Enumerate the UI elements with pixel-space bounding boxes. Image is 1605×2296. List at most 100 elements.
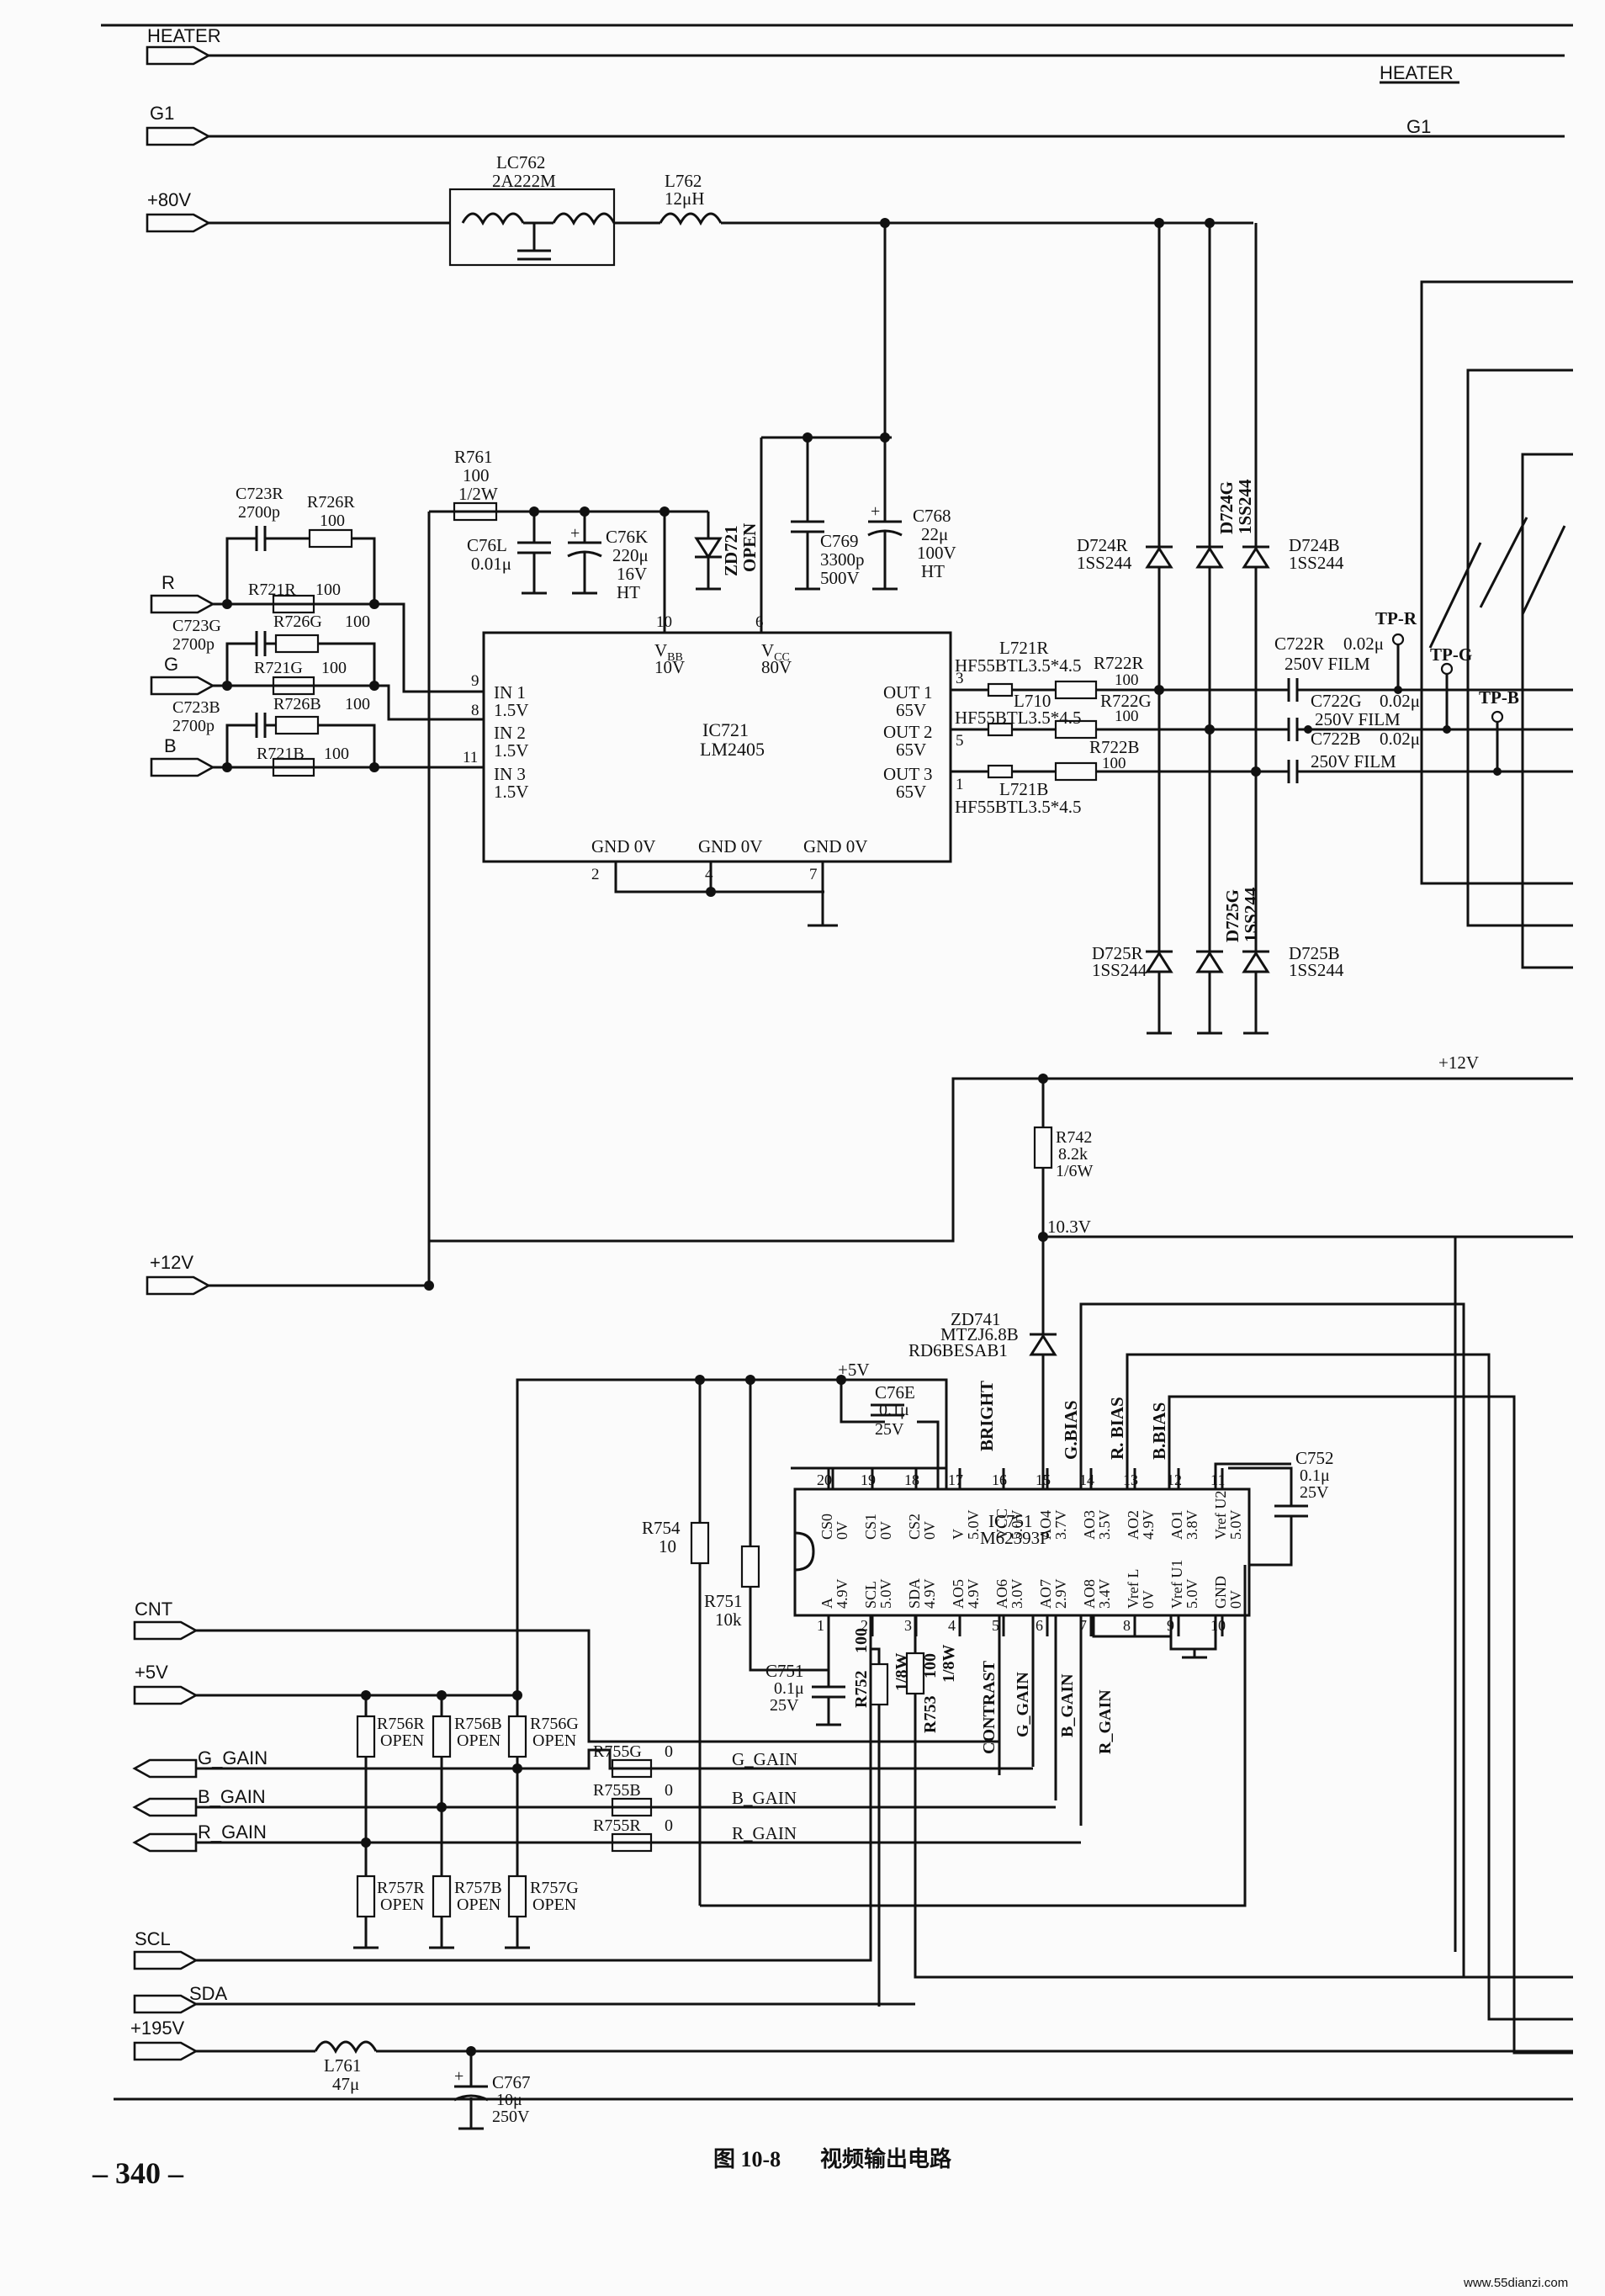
- r726b-value: 100: [345, 695, 370, 713]
- figure-caption: 视频输出电路: [820, 2146, 952, 2171]
- r751-label: R751: [704, 1591, 743, 1611]
- node-gnd: [706, 887, 716, 897]
- ic751-top-pin-voltage: 3.5V: [1096, 1510, 1113, 1540]
- ic721-gnd-bus: [614, 862, 824, 925]
- ic721-name: IC721: [702, 719, 749, 740]
- c768-voltage: 100V: [917, 543, 956, 563]
- scl-port: [133, 1950, 199, 1970]
- r-bias-wire: [1126, 1353, 1573, 2021]
- c76k-plus: +: [570, 524, 580, 543]
- d724b-label: D724B: [1289, 535, 1340, 555]
- ic751-bottom-pin-label: AO7: [1037, 1579, 1054, 1609]
- r726r-label: R726R: [307, 493, 355, 512]
- v12-port: [146, 1275, 211, 1296]
- ic721-pin7: 7: [809, 866, 818, 883]
- d725g-value: 1SS244: [1241, 887, 1261, 942]
- r721b-body: [272, 757, 315, 777]
- ic751-bottom-pin-label: Vref U1: [1168, 1560, 1185, 1609]
- r757b-body: [432, 1874, 452, 1918]
- r742-power: 1/6W: [1056, 1162, 1094, 1180]
- r756g-r757g-string: [505, 1695, 530, 1949]
- r761-label: R761: [454, 447, 493, 467]
- c76k-value: 220μ: [612, 545, 649, 565]
- zd721-label: ZD721: [721, 525, 741, 576]
- ic721-vbb-voltage: 10V: [654, 657, 685, 677]
- ic721-pin5: 5: [956, 732, 964, 750]
- page-number: – 340 –: [92, 2156, 184, 2190]
- d724b-value: 1SS244: [1289, 553, 1344, 573]
- b-feedback-path: [225, 724, 376, 767]
- ic721-pin6: 6: [755, 613, 764, 631]
- c722r-label: C722R: [1274, 634, 1325, 654]
- g-input-label: G: [164, 654, 178, 675]
- c751-symbol: [812, 1670, 845, 1726]
- ic751-bottom-pin-voltage: 0V: [1227, 1590, 1244, 1609]
- r761-value: 100: [463, 465, 490, 485]
- d725r-symbol: [1145, 951, 1173, 973]
- b-input-label: B: [164, 735, 177, 756]
- ic721-in2-v: 1.5V: [494, 740, 528, 761]
- r756r-body: [356, 1715, 376, 1758]
- c723r-label: C723R: [236, 485, 283, 503]
- ic751-bottom-pin-voltage: 2.9V: [1052, 1579, 1069, 1609]
- r756g-label: R756G: [530, 1715, 579, 1733]
- g-gain-port: [132, 1758, 198, 1779]
- c768-label: C768: [913, 506, 951, 526]
- r756g-body: [507, 1715, 527, 1758]
- c723b-label: C723B: [172, 698, 220, 717]
- c76l-value: 0.01μ: [471, 554, 511, 574]
- r721r-value: 100: [315, 581, 341, 599]
- g-gain-line-label: G_GAIN: [732, 1749, 797, 1769]
- b-gain-port: [132, 1797, 198, 1817]
- r722b-label: R722B: [1089, 737, 1140, 757]
- r755g-label: R755G: [593, 1742, 642, 1761]
- r726r-value: 100: [320, 512, 345, 530]
- zd741-symbol: [1029, 1334, 1057, 1356]
- ic721-pin9: 9: [471, 672, 479, 690]
- r752-value: 100: [852, 1628, 871, 1653]
- ic751-top-pin-label: AO3: [1081, 1510, 1098, 1540]
- r757b-value: OPEN: [457, 1896, 501, 1914]
- g-gain-net-label: G_GAIN: [1014, 1672, 1032, 1737]
- ic751-bottom-pin-number: 7: [1079, 1617, 1087, 1634]
- r721r-body: [272, 594, 315, 614]
- g-bias-label: G.BIAS: [1061, 1400, 1081, 1460]
- ic751-bottom-pin-label: A: [818, 1598, 835, 1609]
- ic721-in3: IN 3: [494, 764, 526, 784]
- ic721-gnd-b: GND 0V: [698, 836, 762, 856]
- r756r-value: OPEN: [380, 1731, 424, 1750]
- r-gain-port-label: R_GAIN: [198, 1821, 267, 1843]
- zd741-value: MTZJ6.8B: [940, 1324, 1019, 1344]
- c752-label: C752: [1295, 1448, 1334, 1468]
- ic751-bottom-pin-voltage: 5.0V: [877, 1579, 894, 1609]
- l710-label: L710: [1014, 691, 1051, 711]
- r755b-value: 0: [665, 1781, 673, 1800]
- figure-number: 图 10-8: [713, 2147, 781, 2171]
- c76e-value: 0.1μ: [879, 1401, 909, 1419]
- tp-r-label: TP-R: [1375, 608, 1417, 628]
- g1-left-label: G1: [150, 103, 174, 124]
- c769-label: C769: [820, 531, 859, 551]
- r-input-port: [150, 594, 215, 614]
- r756b-label: R756B: [454, 1715, 502, 1733]
- ic751-top-pin-label: AO1: [1168, 1510, 1185, 1540]
- r754-return: [700, 1565, 1247, 1907]
- ic721-out2: OUT 2: [883, 722, 933, 742]
- r722b-value: 100: [1102, 755, 1126, 772]
- ic751-top-pin-number: 13: [1123, 1471, 1138, 1488]
- v80-port: [146, 213, 211, 233]
- node-tp-r: [1394, 686, 1402, 694]
- c722g-label: C722G: [1311, 691, 1362, 711]
- ic721-out1-v: 65V: [896, 700, 926, 720]
- g-gain-port-label: G_GAIN: [198, 1747, 268, 1768]
- ic721-pin10: 10: [656, 613, 672, 631]
- r755r-value: 0: [665, 1816, 673, 1835]
- vref-l-link: [1092, 1615, 1171, 1638]
- ic721-gnd-a: GND 0V: [591, 836, 655, 856]
- r722r-label: R722R: [1094, 653, 1144, 673]
- r754-body: [690, 1521, 710, 1565]
- ic721-pin4: 4: [705, 866, 713, 883]
- r756b-r757b-string: [429, 1695, 454, 1949]
- c723b-value: 2700p: [172, 717, 215, 735]
